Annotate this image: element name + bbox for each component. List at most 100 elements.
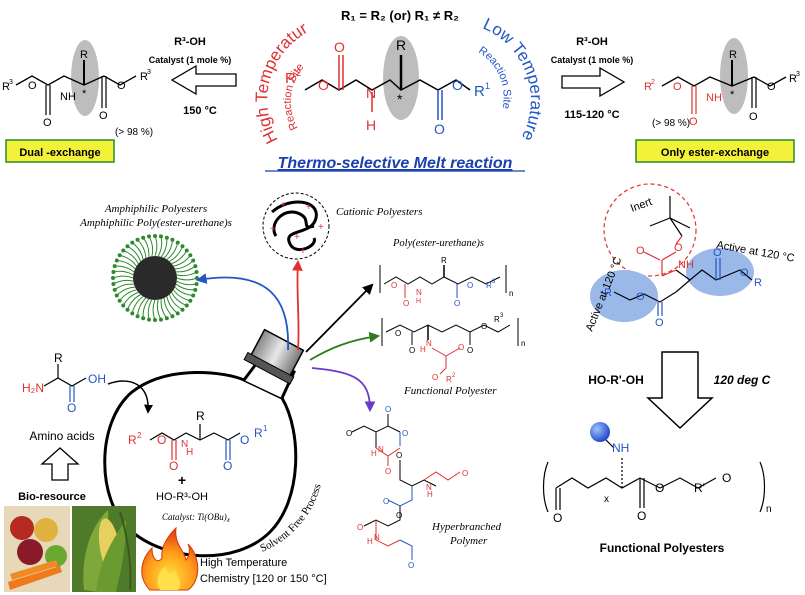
svg-text:N: N (366, 85, 376, 101)
svg-text:R: R (80, 49, 88, 61)
svg-text:+: + (306, 202, 312, 213)
right-panel-arrow (646, 351, 714, 430)
svg-text:O: O (481, 322, 487, 331)
poly-ester-urethane-structure: O O N H R O O R 3 n (379, 256, 513, 308)
svg-text:O: O (318, 77, 329, 93)
svg-text:+: + (294, 232, 300, 243)
cationic-polyester-illustration: + + + + + + (262, 192, 330, 260)
high-temp-chemistry-line-2: Chemistry [120 or 150 °C] (200, 573, 327, 585)
hyperbranched-label-1: Hyperbranched (431, 521, 502, 533)
svg-text:*: * (397, 91, 403, 107)
right-temperature: 115-120 °C (564, 109, 619, 121)
svg-text:O: O (391, 281, 397, 290)
svg-text:O: O (467, 346, 473, 355)
svg-text:O: O (28, 80, 37, 92)
svg-text:R: R (140, 71, 148, 83)
svg-text:NH: NH (678, 259, 694, 271)
svg-text:H: H (366, 117, 376, 133)
svg-text:O: O (117, 80, 126, 92)
arrow-to-amphiphilic (195, 273, 289, 351)
svg-text:O: O (346, 429, 352, 438)
svg-text:O: O (402, 429, 408, 438)
fruit-vegetable-photo (4, 506, 70, 592)
svg-text:O: O (99, 110, 108, 122)
functional-polyesters-structure: NH O O O R' O x n (542, 422, 772, 525)
left-reaction-arrow (170, 64, 237, 96)
svg-text:O: O (749, 111, 758, 123)
svg-text:2: 2 (452, 373, 456, 379)
svg-text:R: R (494, 315, 500, 324)
svg-text:N: N (374, 533, 380, 542)
svg-text:N: N (426, 483, 432, 492)
svg-text:H: H (416, 298, 421, 305)
svg-text:N: N (60, 91, 68, 103)
svg-text:R: R (754, 277, 762, 289)
svg-text:H₂N: H₂N (22, 381, 44, 395)
svg-text:R: R (2, 81, 10, 93)
svg-text:*: * (82, 88, 87, 100)
svg-text:n: n (766, 504, 772, 515)
svg-text:O: O (383, 497, 389, 506)
svg-text:O: O (385, 467, 391, 476)
svg-text:3: 3 (796, 71, 800, 78)
amino-acids-label: Amino acids (29, 429, 94, 443)
svg-text:Low Temperature: Low Temperature (480, 14, 546, 144)
flask-diol: HO-R³-OH (156, 491, 208, 503)
svg-text:1: 1 (485, 81, 490, 91)
svg-text:O: O (223, 459, 232, 473)
arrow-to-hyperbranched (311, 367, 376, 413)
svg-text:x: x (604, 494, 609, 505)
svg-text:O: O (722, 471, 731, 485)
svg-text:+: + (318, 222, 324, 233)
right-reaction-arrow (561, 66, 626, 98)
reaction-flask: Solvent Free Process (103, 328, 324, 558)
svg-text:2: 2 (651, 79, 655, 86)
central-monomer-structure: R 2 O O N H R * O O R 1 (285, 36, 490, 137)
ester-exchange-label: Only ester-exchange (661, 147, 769, 159)
high-temp-chemistry-line-1: High Temperature (200, 557, 287, 569)
main-title: Thermo-selective Melt reaction (278, 155, 513, 172)
dual-exchange-label: Dual -exchange (19, 147, 100, 159)
svg-text:R: R (604, 287, 612, 299)
corn-photo (72, 506, 136, 592)
svg-text:R: R (128, 433, 137, 447)
svg-text:O: O (357, 523, 363, 532)
svg-text:OH: OH (88, 372, 106, 386)
amino-acid-structure: R H₂N O OH (22, 351, 106, 415)
svg-text:R: R (446, 375, 452, 384)
svg-text:*: * (730, 89, 735, 101)
functional-polyester-label: Functional Polyester (403, 385, 497, 397)
amphiphilic-polyesters-label: Amphiphilic Polyesters (104, 203, 207, 215)
r-relation: R₁ = R₂ (or) R₁ ≠ R₂ (341, 8, 459, 23)
left-catalyst: Catalyst (1 mole %) (149, 55, 232, 65)
poly-ester-urethanes-label: Poly(ester-urethane)s (392, 238, 484, 249)
hyperbranched-structure: O O H N O O O O N H O O O H N O (346, 405, 468, 570)
svg-text:O: O (767, 81, 776, 93)
svg-text:R: R (644, 81, 652, 93)
svg-text:R: R (729, 49, 737, 61)
bio-resource-arrow (40, 447, 80, 481)
left-yield: (> 98 %) (115, 127, 153, 138)
arrow-to-poly-ester-urethane (305, 283, 374, 353)
svg-text:O: O (637, 509, 646, 523)
diol-reagent: HO-R'-OH (588, 373, 644, 387)
right-reagent: R³-OH (576, 36, 608, 48)
svg-text:3: 3 (147, 69, 151, 76)
svg-text:H: H (420, 345, 426, 354)
hyperbranched-label-2: Polymer (449, 535, 488, 547)
svg-text:+: + (270, 224, 276, 235)
svg-text:O: O (636, 291, 645, 303)
right-yield: (> 98 %) (652, 118, 690, 129)
svg-text:R': R' (694, 481, 705, 495)
svg-text:O: O (655, 481, 664, 495)
svg-text:H: H (427, 490, 433, 499)
svg-text:O: O (409, 346, 415, 355)
arrow-amino-to-flask (107, 380, 153, 414)
svg-text:H: H (367, 537, 373, 546)
inert-label: Inert (629, 196, 654, 215)
svg-text:O: O (673, 81, 682, 93)
ester-exchange-badge (635, 139, 795, 163)
svg-text:R: R (196, 409, 205, 423)
svg-text:R: R (486, 281, 492, 290)
